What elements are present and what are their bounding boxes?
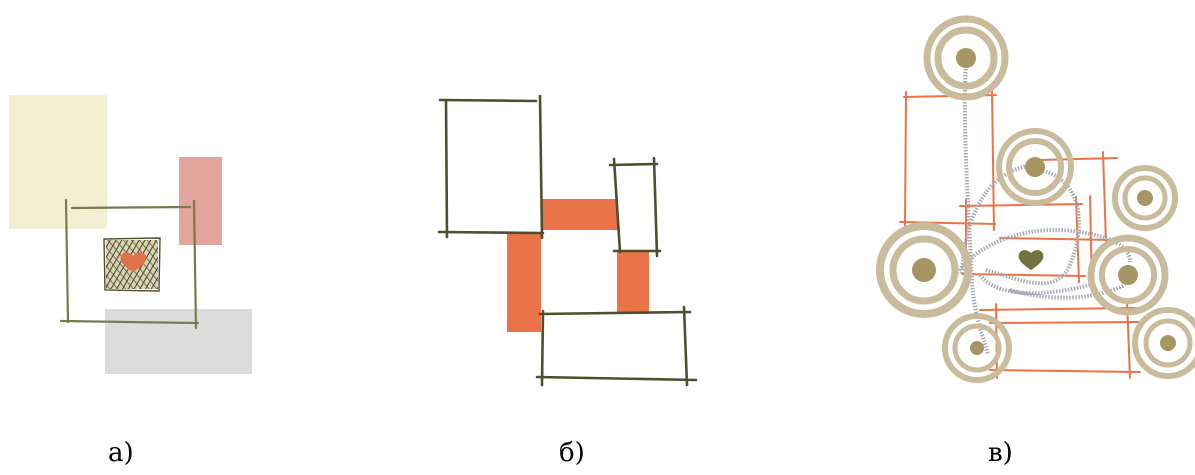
tree-circle-5 [1087,234,1169,316]
rose-block [179,157,222,245]
dotted-paths [953,59,1132,356]
caption-a: а) [108,438,134,468]
sketch-box-large [437,94,545,240]
grey-block [105,309,252,374]
sketch-box-small [608,156,662,258]
tree-circle-2 [996,128,1074,206]
tree-circle-4 [876,222,972,318]
tree-circle-1 [923,15,1009,101]
orange-bar-top [542,199,618,230]
caption-b: б) [559,438,585,468]
tree-circle-7 [1132,307,1195,379]
orange-bar-left [507,233,541,332]
caption-c: в) [988,438,1013,468]
orange-bar-right [617,252,649,314]
heart-icon [120,252,147,272]
panel-a [9,95,252,374]
panel-b [437,94,698,387]
sketch-box-wide [535,305,698,387]
panel-v [876,15,1195,383]
tree-circle-6 [942,313,1012,383]
tree-circle-3 [1112,165,1178,231]
heart-icon [1018,250,1044,270]
beige-block [9,95,107,229]
sketched-frame [59,198,200,330]
